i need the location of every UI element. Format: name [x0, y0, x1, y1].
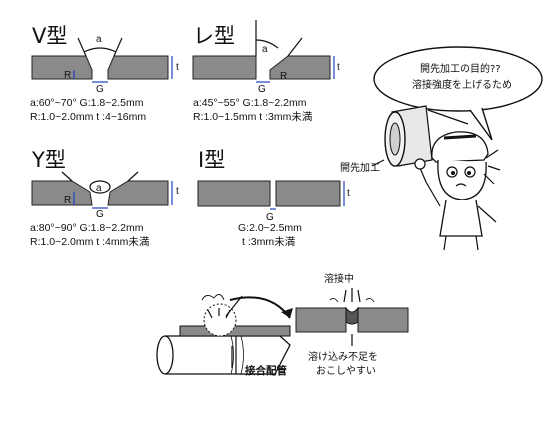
detail-left-plate: [295, 307, 347, 333]
helmet: [431, 131, 489, 163]
other-arm: [477, 205, 497, 223]
v-label-a: a: [96, 34, 102, 45]
weld-detail: 溶接中 溶け込み不足を おこしやすい: [295, 272, 409, 377]
y-angle-line-left: [61, 171, 73, 182]
hair-strands: [483, 149, 501, 185]
y-spec-line2: R:1.0~2.0mm t :4mm未満: [30, 236, 150, 248]
result-line2: おこしやすい: [316, 365, 376, 377]
body: [439, 199, 483, 237]
bevel-title: レ型: [193, 24, 235, 48]
v-angle-line-right: [113, 37, 123, 57]
speech-bubble: 開先加工の目的?? 溶接強度を上げるため: [373, 46, 543, 141]
hand: [414, 158, 426, 170]
bevel-angle-line: [287, 37, 303, 57]
i-spec-line1: G:2.0~2.5mm: [238, 222, 302, 234]
tape-label: 開先加工: [340, 162, 380, 174]
y-groove-title: Y型: [31, 148, 66, 172]
pipe-label: 接合配管: [245, 364, 287, 377]
plate-on-pipe: [179, 325, 291, 337]
tape-core: [389, 122, 401, 156]
i-left-plate: [197, 180, 271, 207]
face: [437, 159, 487, 201]
tape-roll-illustration: 開先加工: [340, 105, 471, 174]
zoom-arrowhead: [281, 308, 293, 318]
joint-seam: [230, 335, 244, 375]
mouth: [455, 183, 467, 187]
v-label-R: R: [64, 70, 71, 81]
y-right-plate: [107, 180, 169, 206]
i-spec-line2: t :3mm未満: [242, 236, 296, 248]
y-spec-line1: a:80°~90° G:1.8~2.2mm: [30, 222, 144, 234]
tape-strip-top: [427, 109, 469, 125]
v-label-t: t: [176, 62, 179, 73]
v-spec-line2: R:1.0~2.0mm t :4~16mm: [30, 111, 146, 123]
spatter: [201, 294, 225, 301]
right-pupil: [467, 171, 471, 175]
pipe-illustration: 接合配管: [156, 294, 293, 377]
y-label-a: a: [96, 183, 102, 194]
v-groove-joint: V型 a R G t a:60°~70° G:1.8~2.5mm R:1.0~2…: [30, 24, 179, 123]
tape-leader-line: [371, 159, 385, 167]
weld-bead: [345, 306, 359, 325]
i-label-G: G: [266, 212, 274, 223]
i-groove-joint: I型 G t G:2.0~2.5mm t :3mm未満: [197, 148, 350, 248]
i-label-t: t: [347, 188, 350, 199]
v-left-plate: [31, 55, 93, 80]
pipe-left-end: [156, 335, 174, 375]
bevel-label-t: t: [337, 62, 340, 73]
helmet-band: [443, 134, 477, 140]
v-groove-title: V型: [32, 24, 67, 48]
v-angle-arc: [83, 47, 117, 53]
legs: [443, 235, 479, 251]
weld-zoom-circle: [203, 303, 237, 337]
v-label-G: G: [96, 84, 104, 95]
sparks: [207, 308, 231, 319]
result-line1: 溶け込み不足を: [308, 350, 378, 363]
bevel-left-plate: [192, 55, 257, 80]
detail-right-plate: [357, 307, 409, 333]
v-right-plate: [107, 55, 169, 80]
i-groove-title: I型: [198, 148, 225, 172]
bevel-label-R: R: [280, 71, 287, 82]
raised-arm: [419, 167, 441, 207]
weld-spatter: [329, 297, 375, 303]
weld-sparks: [343, 288, 361, 303]
bubble-line1: 開先加工の目的??: [420, 62, 501, 75]
bubble-tail: [469, 107, 493, 141]
y-groove-joint: Y型 a R G t a:80°~90° G:1.8~2.2mm R:1.0~2…: [30, 148, 179, 248]
y-left-plate: [31, 180, 93, 206]
bevel-spec-line2: R:1.0~1.5mm t :3mm未満: [193, 111, 313, 123]
v-spec-line1: a:60°~70° G:1.8~2.5mm: [30, 97, 144, 109]
y-label-R: R: [64, 195, 71, 206]
y-label-t: t: [176, 186, 179, 197]
bevel-right-plate: [269, 55, 331, 80]
left-pupil: [451, 171, 455, 175]
y-angle-marker: [89, 180, 111, 194]
v-angle-line-left: [77, 37, 87, 57]
y-angle-line-right: [127, 171, 139, 182]
bevel-label-a: a: [262, 44, 268, 55]
welding-label: 溶接中: [324, 272, 354, 285]
bevel-spec-line1: a:45°~55° G:1.8~2.2mm: [193, 97, 307, 109]
single-bevel-joint: レ型 a R G t a:45°~55° G:1.8~2.2mm R:1.0~1…: [192, 20, 340, 123]
bevel-angle-arc: [255, 39, 279, 49]
bubble-ellipse: [373, 46, 543, 112]
worker-character: [414, 131, 501, 251]
y-label-G: G: [96, 209, 104, 220]
bevel-label-G: G: [258, 84, 266, 95]
bubble-line2: 溶接強度を上げるため: [412, 78, 512, 91]
i-right-plate: [275, 180, 341, 207]
